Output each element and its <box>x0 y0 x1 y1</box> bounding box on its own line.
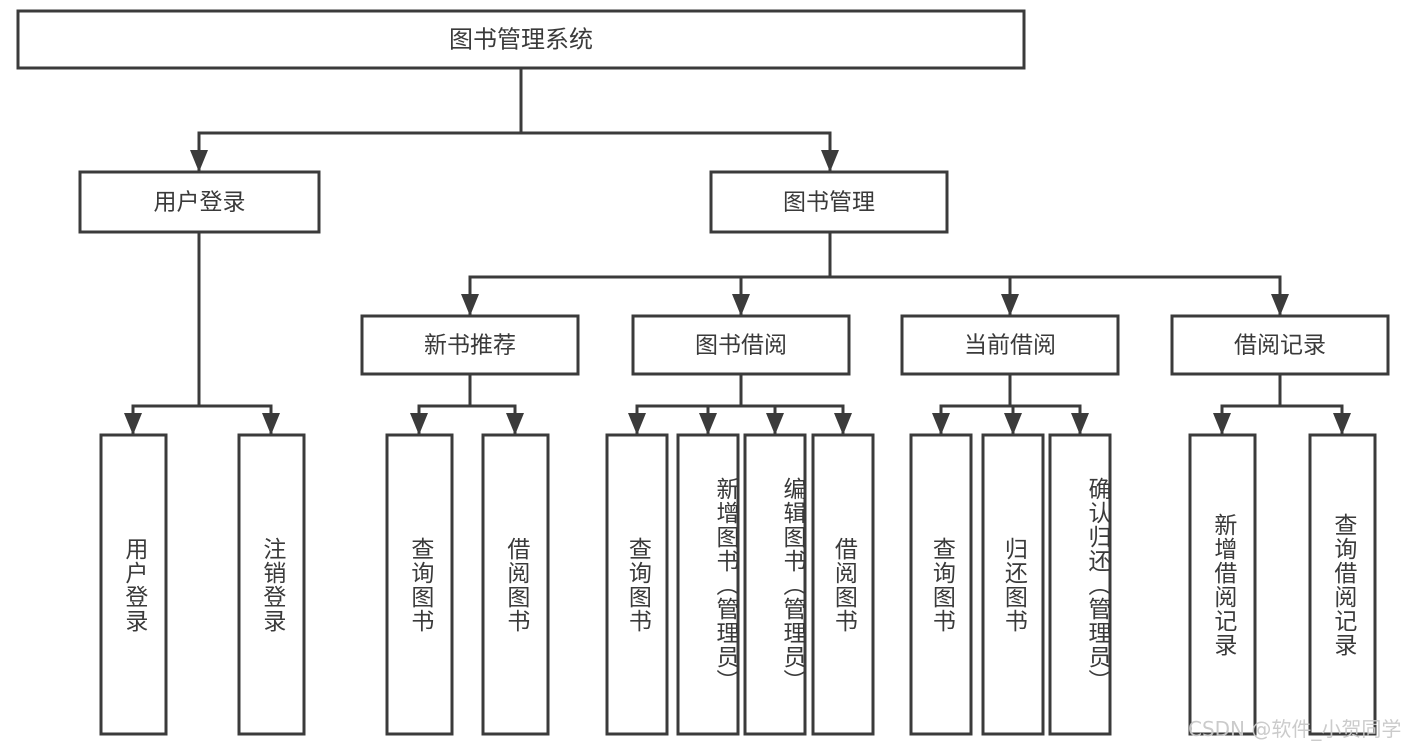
arrow-head-icon <box>628 413 646 435</box>
node-leaf-add-book-box[interactable] <box>676 433 740 736</box>
arrow-head-icon <box>410 413 428 435</box>
arrow-head-icon <box>732 294 750 316</box>
box-layer <box>16 9 1390 736</box>
node-leaf-confirm-return-box[interactable] <box>1048 433 1112 736</box>
node-leaf-user-login-box[interactable] <box>99 433 168 736</box>
arrow-head-icon <box>262 413 280 435</box>
arrow-head-icon <box>461 294 479 316</box>
arrow-head-icon <box>1333 413 1351 435</box>
node-leaf-query-book-1-box[interactable] <box>385 433 454 736</box>
node-current-borrow-label: 当前借阅 <box>964 333 1056 359</box>
node-book-manage-label: 图书管理 <box>783 190 875 216</box>
node-leaf-query-book-2-box[interactable] <box>605 433 669 736</box>
arrow-head-icon <box>1271 294 1289 316</box>
arrow-head-icon <box>699 413 717 435</box>
node-user-login-label: 用户登录 <box>154 190 246 216</box>
arrow-head-icon <box>506 413 524 435</box>
arrow-head-icon <box>1213 413 1231 435</box>
node-leaf-query-record-box[interactable] <box>1308 433 1377 736</box>
node-root-box[interactable] <box>16 9 1026 70</box>
node-new-book-recommend-box[interactable] <box>360 314 580 376</box>
arrow-head-icon <box>821 150 839 172</box>
node-leaf-borrow-book-2-box[interactable] <box>811 433 875 736</box>
node-book-borrow-box[interactable] <box>631 314 851 376</box>
node-root-label: 图书管理系统 <box>449 26 593 54</box>
node-book-manage-box[interactable] <box>709 170 949 234</box>
node-user-login-box[interactable] <box>78 170 321 234</box>
arrow-head-icon <box>834 413 852 435</box>
node-borrow-record-label: 借阅记录 <box>1234 333 1326 359</box>
node-borrow-record-box[interactable] <box>1170 314 1390 376</box>
node-leaf-return-book-box[interactable] <box>981 433 1045 736</box>
arrow-head-icon <box>190 150 208 172</box>
arrow-head-icon <box>932 413 950 435</box>
node-book-borrow-label: 图书借阅 <box>695 333 787 359</box>
arrow-head-icon <box>1001 294 1019 316</box>
node-current-borrow-box[interactable] <box>900 314 1120 376</box>
connector-layer <box>124 66 1351 436</box>
arrow-head-icon <box>766 413 784 435</box>
node-leaf-logout-box[interactable] <box>237 433 306 736</box>
arrow-head-icon <box>1004 413 1022 435</box>
arrow-head-icon <box>124 413 142 435</box>
arrow-head-icon <box>1071 413 1089 435</box>
node-leaf-borrow-book-1-box[interactable] <box>481 433 550 736</box>
node-leaf-add-record-box[interactable] <box>1188 433 1257 736</box>
node-new-book-recommend-label: 新书推荐 <box>424 333 516 359</box>
node-leaf-edit-book-box[interactable] <box>743 433 807 736</box>
node-leaf-query-book-3-box[interactable] <box>909 433 973 736</box>
